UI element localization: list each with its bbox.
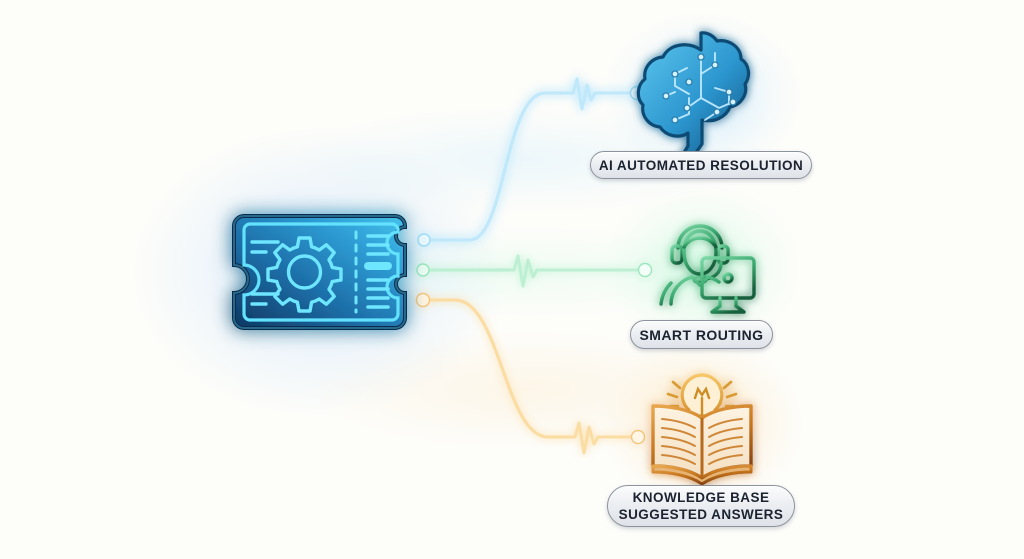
brain-circuit-icon[interactable] (636, 31, 751, 158)
connector-knowledge-base (415, 292, 646, 455)
label-text: SMART ROUTING (639, 326, 764, 343)
label-text: AI AUTOMATED RESOLUTION (598, 157, 804, 173)
label-text-line-1: KNOWLEDGE BASE (632, 490, 770, 505)
ticket-gear-icon[interactable] (232, 214, 407, 330)
support-agent-headset-icon[interactable] (648, 224, 758, 314)
label-text-line-2: SUGGESTED ANSWERS (618, 507, 784, 522)
book-lightbulb-icon[interactable] (651, 373, 753, 486)
label-knowledge-base-suggested-answers[interactable]: KNOWLEDGE BASE SUGGESTED ANSWERS (607, 485, 795, 527)
label-ai-automated-resolution[interactable]: AI AUTOMATED RESOLUTION (590, 151, 812, 179)
label-smart-routing[interactable]: SMART ROUTING (630, 320, 773, 349)
connector-smart-routing (416, 254, 653, 288)
